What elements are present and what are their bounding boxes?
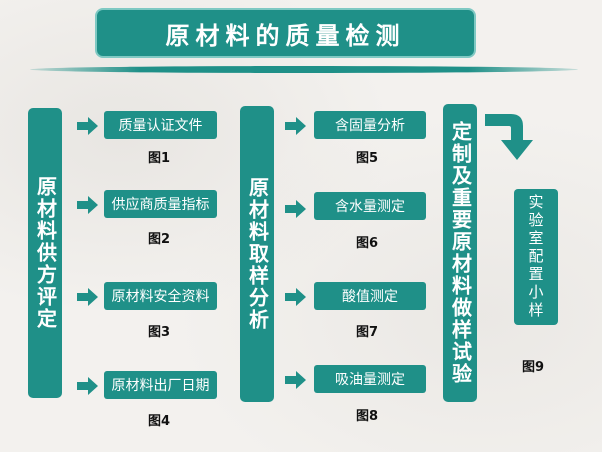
right-arrow-icon — [285, 371, 306, 389]
right-arrow-icon — [285, 288, 306, 306]
figure-label-4: 图4 — [148, 414, 171, 429]
figure-label-7: 图7 — [356, 325, 379, 340]
item-oil-absorption-test: 吸油量测定 — [314, 365, 426, 393]
item-factory-date: 原材料出厂日期 — [104, 371, 217, 399]
right-arrow-icon — [77, 196, 98, 214]
right-arrow-icon — [77, 288, 98, 306]
right-arrow-icon — [77, 377, 98, 395]
right-arrow-icon — [285, 200, 306, 218]
figure-label-1: 图1 — [148, 151, 171, 166]
lab-sample-box: 实验室配置小样 — [514, 189, 558, 325]
column-header-custom-sample-test: 定制及重要原材料做样试验 — [443, 104, 477, 402]
item-water-content-test: 含水量测定 — [314, 192, 426, 220]
figure-label-5: 图5 — [356, 151, 379, 166]
right-arrow-icon — [77, 117, 98, 135]
column-header-sampling-analysis: 原材料取样分析 — [240, 106, 274, 402]
item-supplier-quality-index: 供应商质量指标 — [104, 190, 217, 218]
page-title: 原材料的质量检测 — [95, 8, 476, 58]
item-acid-value-test: 酸值测定 — [314, 282, 426, 310]
title-divider — [30, 66, 578, 73]
figure-label-8: 图8 — [356, 409, 379, 424]
figure-label-9: 图9 — [522, 360, 545, 375]
right-arrow-icon — [285, 117, 306, 135]
item-material-safety-data: 原材料安全资料 — [104, 282, 217, 310]
curved-down-arrow-icon — [485, 110, 545, 170]
figure-label-3: 图3 — [148, 325, 171, 340]
item-solid-content-analysis: 含固量分析 — [314, 111, 426, 139]
figure-label-6: 图6 — [356, 236, 379, 251]
column-header-supplier-evaluation: 原材料供方评定 — [28, 108, 62, 398]
item-quality-certification: 质量认证文件 — [104, 111, 217, 139]
figure-label-2: 图2 — [148, 232, 171, 247]
